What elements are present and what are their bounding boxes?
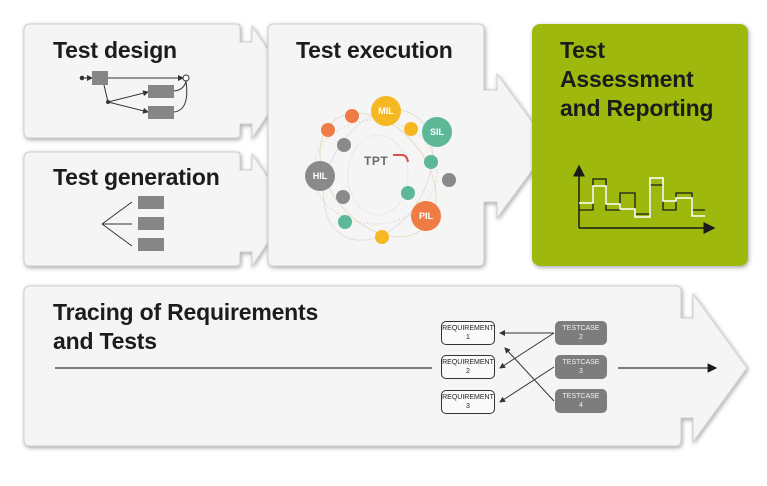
requirement-box: REQUIREMENT 2 (441, 355, 495, 379)
mil-circle (371, 96, 401, 126)
link-tc2-req2 (499, 332, 555, 369)
sil-label: SIL (429, 127, 445, 137)
pil-circle (411, 201, 441, 231)
testcase-number: 3 (579, 368, 583, 375)
tpt-logo: TPT (364, 154, 389, 168)
link-tc3-req3 (499, 366, 555, 403)
test-assessment-title-line: Test (560, 37, 605, 63)
test-generation-title: Test generation (53, 164, 220, 190)
tracing-title-line: Tracing of Requirements (53, 299, 319, 325)
sil-circle (422, 117, 452, 147)
requirement-number: 2 (466, 368, 470, 375)
testcase-number: 4 (579, 402, 583, 409)
state-machine-icon (79, 71, 190, 119)
test-execution-title: Test execution (296, 37, 453, 63)
requirement-box: REQUIREMENT 3 (441, 390, 495, 414)
execution-environments-cluster (305, 96, 456, 244)
hil-label: HIL (312, 171, 328, 181)
pil-label: PIL (418, 211, 434, 221)
testcase-label: TESTCASE (562, 393, 600, 400)
requirement-label: REQUIREMENT (442, 325, 494, 332)
generation-tree-icon (101, 196, 164, 251)
requirement-number: 1 (466, 334, 470, 341)
requirement-label: REQUIREMENT (442, 394, 494, 401)
test-assessment-panel (532, 24, 748, 266)
testcase-box: TESTCASE 2 (555, 321, 607, 345)
testcase-label: TESTCASE (562, 359, 600, 366)
requirement-number: 3 (466, 403, 470, 410)
requirement-label: REQUIREMENT (442, 359, 494, 366)
requirement-box: REQUIREMENT 1 (441, 321, 495, 345)
test-design-panel (23, 23, 291, 140)
test-assessment-title-line: and Reporting (560, 95, 714, 121)
testcase-box: TESTCASE 4 (555, 389, 607, 413)
testcase-box: TESTCASE 3 (555, 355, 607, 379)
testcase-label: TESTCASE (562, 325, 600, 332)
test-design-title: Test design (53, 37, 177, 63)
tracing-title: Tracing of Requirements and Tests (53, 298, 318, 356)
test-execution-panel (267, 23, 551, 267)
tracing-links (55, 330, 718, 403)
mil-label: MIL (378, 106, 394, 116)
tracing-title-line: and Tests (53, 328, 157, 354)
testcase-number: 2 (579, 334, 583, 341)
test-assessment-title-line: Assessment (560, 66, 694, 92)
hil-circle (305, 161, 335, 191)
signal-comparison-chart-icon (573, 164, 716, 234)
link-tc4-req1 (504, 347, 555, 402)
test-assessment-title: Test Assessment and Reporting (560, 36, 713, 123)
